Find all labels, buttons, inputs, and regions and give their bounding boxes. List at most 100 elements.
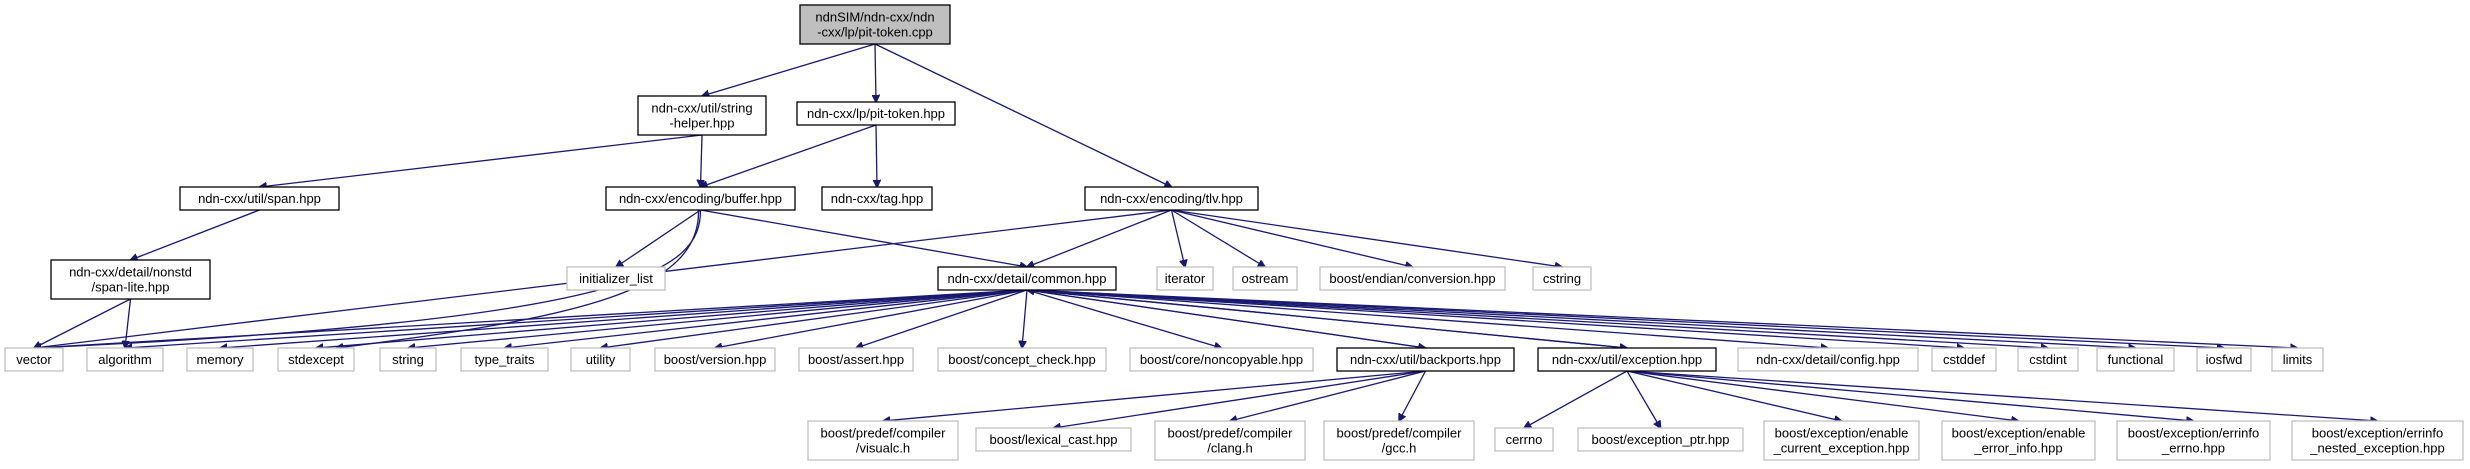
node-label: ndn-cxx/util/exception.hpp [1552, 352, 1702, 367]
node-label: ndnSIM/ndn-cxx/ndn [815, 10, 934, 25]
node-span[interactable]: ndn-cxx/util/span.hpp [179, 186, 340, 211]
node-string-helper[interactable]: ndn-cxx/util/string-helper.hpp [637, 95, 767, 136]
edge-common-to-cstdint [1026, 289, 2048, 348]
edge-common-to-utility [601, 289, 1028, 348]
node-label: iterator [1165, 271, 1206, 286]
node-config: ndn-cxx/detail/config.hpp [1737, 347, 1919, 372]
edge-common-to-functional [1026, 289, 2136, 348]
edge-root-to-tlv [874, 43, 1172, 187]
node-boost-endian: boost/endian/conversion.hpp [1319, 266, 1506, 291]
node-cstddef: cstddef [1931, 347, 1997, 372]
node-label: /gcc.h [1382, 441, 1417, 456]
node-label: _nested_exception.hpp [2309, 441, 2444, 456]
node-label: boost/lexical_cast.hpp [990, 432, 1118, 447]
edge-root-to-pit_token_hpp [875, 43, 876, 102]
node-tag[interactable]: ndn-cxx/tag.hpp [821, 186, 933, 211]
node-label: memory [197, 352, 244, 367]
node-clang: boost/predef/compiler/clang.h [1154, 420, 1306, 461]
node-label: /clang.h [1207, 441, 1253, 456]
edge-tlv-to-boost_endian [1171, 209, 1413, 267]
edge-exception-to-errinfo_errno [1626, 370, 2194, 421]
edge-span-to-span_lite [131, 209, 260, 260]
node-pit-token-hpp[interactable]: ndn-cxx/lp/pit-token.hpp [796, 101, 956, 126]
node-label: ndn-cxx/encoding/buffer.hpp [619, 191, 782, 206]
edge-common-to-memory [220, 289, 1028, 348]
node-label: ndn-cxx/detail/common.hpp [948, 271, 1107, 286]
node-label: ostream [1242, 271, 1289, 286]
edge-common-to-config [1026, 289, 1828, 348]
edge-pit_token_hpp-to-tag [876, 124, 877, 187]
node-label: _error_info.hpp [1973, 441, 2062, 456]
node-visualc: boost/predef/compiler/visualc.h [807, 420, 959, 461]
node-label: boost/version.hpp [664, 352, 767, 367]
node-backports[interactable]: ndn-cxx/util/backports.hpp [1336, 347, 1515, 372]
node-errinfo-errno: boost/exception/errinfo_errno.hpp [2116, 420, 2271, 461]
node-lexical-cast: boost/lexical_cast.hpp [975, 427, 1132, 452]
edge-common-to-boost_assert [856, 289, 1028, 348]
node-memory: memory [186, 347, 254, 372]
node-label: string [392, 352, 424, 367]
edge-backports-to-gcc [1399, 370, 1427, 421]
node-label: cstddef [1943, 352, 1985, 367]
node-label: type_traits [475, 352, 535, 367]
node-common[interactable]: ndn-cxx/detail/common.hpp [937, 266, 1117, 291]
edge-tlv-to-iterator [1170, 209, 1186, 267]
node-label: boost/exception/enable [1775, 426, 1909, 441]
node-label: boost/predef/compiler [820, 426, 946, 441]
node-algorithm: algorithm [86, 347, 164, 372]
edge-common-to-algorithm [125, 289, 1028, 348]
node-boost-noncopyable: boost/core/noncopyable.hpp [1129, 347, 1314, 372]
edge-common-to-boost_noncopyable [1026, 289, 1222, 348]
edge-exception-to-cerrno [1524, 370, 1628, 428]
edge-exception-to-exception_ptr [1626, 370, 1661, 428]
node-label: _errno.hpp [2161, 441, 2225, 456]
node-initializer-list: initializer_list [566, 266, 666, 291]
node-span-lite[interactable]: ndn-cxx/detail/nonstd/span-lite.hpp [50, 259, 211, 300]
edge-common-to-string [408, 289, 1028, 348]
node-type-traits: type_traits [460, 347, 549, 372]
edge-buffer-to-common [700, 209, 1028, 267]
node-exception[interactable]: ndn-cxx/util/exception.hpp [1537, 347, 1717, 372]
edge-backports-to-clang [1230, 370, 1426, 421]
edge-exception-to-enable_current [1626, 370, 1842, 421]
edge-span_lite-to-vector [34, 298, 131, 348]
node-label: boost/predef/compiler [1336, 426, 1462, 441]
edge-backports-to-lexical_cast [1054, 370, 1426, 428]
node-label: -helper.hpp [669, 116, 734, 131]
node-ostream: ostream [1232, 266, 1298, 291]
edge-common-to-boost_version [715, 289, 1028, 348]
node-vector: vector [4, 347, 64, 372]
node-label: stdexcept [288, 352, 344, 367]
node-label: -cxx/lp/pit-token.cpp [817, 25, 933, 40]
node-gcc: boost/predef/compiler/gcc.h [1323, 420, 1475, 461]
node-label: iosfwd [2206, 352, 2243, 367]
node-label: ndn-cxx/util/string [651, 101, 752, 116]
node-buffer[interactable]: ndn-cxx/encoding/buffer.hpp [605, 186, 796, 211]
node-label: boost/exception/errinfo [2312, 426, 2444, 441]
node-label: boost/exception_ptr.hpp [1591, 432, 1729, 447]
node-label: boost/exception/errinfo [2128, 426, 2260, 441]
edge-common-to-stdexcept [316, 289, 1028, 348]
edge-exception-to-common [1027, 290, 1628, 349]
node-root[interactable]: ndnSIM/ndn-cxx/ndn-cxx/lp/pit-token.cpp [799, 4, 951, 45]
node-label: cerrno [1506, 432, 1543, 447]
edge-exception-to-enable_error_info [1626, 370, 2019, 421]
edge-span_lite-to-algorithm [125, 298, 132, 348]
node-label: /visualc.h [856, 441, 910, 456]
edge-pit_token_hpp-to-buffer [701, 124, 877, 187]
node-label: limits [2283, 352, 2313, 367]
node-label: cstdint [2029, 352, 2067, 367]
node-enable-error-info: boost/exception/enable_error_info.hpp [1941, 420, 2096, 461]
node-label: boost/exception/enable [1952, 426, 2086, 441]
node-label: initializer_list [579, 271, 653, 286]
node-label: ndn-cxx/util/span.hpp [198, 191, 321, 206]
edge-buffer-to-stdexcept [336, 209, 700, 348]
node-boost-assert: boost/assert.hpp [798, 347, 914, 372]
node-tlv[interactable]: ndn-cxx/encoding/tlv.hpp [1084, 186, 1259, 211]
node-functional: functional [2096, 347, 2175, 372]
edge-backports-to-common [1027, 290, 1426, 349]
node-label: vector [16, 352, 52, 367]
node-utility: utility [570, 347, 631, 372]
node-iterator: iterator [1156, 266, 1214, 291]
